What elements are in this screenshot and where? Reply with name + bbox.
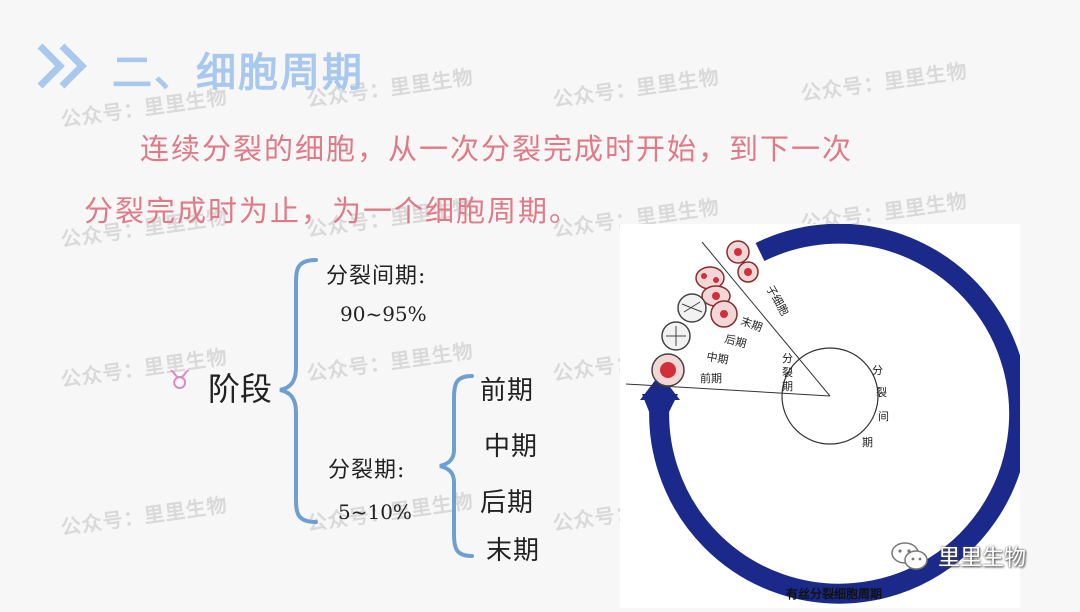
outline-root: 阶段 xyxy=(208,370,273,408)
cycle-arrowhead-icon xyxy=(640,374,680,400)
stage-prophase: 前期 xyxy=(480,376,535,406)
telophase-label: 末期 xyxy=(739,314,764,335)
interphase-circle xyxy=(781,347,879,445)
watermark: 公众号：里里生物 xyxy=(799,58,970,106)
diagram-caption: 有丝分裂细胞周期 xyxy=(786,586,882,601)
stages-brace xyxy=(439,374,474,558)
division-char: 分 xyxy=(782,352,793,365)
interphase-char: 期 xyxy=(862,436,873,449)
taurus-bullet-icon: ♉ xyxy=(168,366,192,396)
brand-name: 里里生物 xyxy=(938,546,1027,571)
division-char: 期 xyxy=(782,380,793,393)
interphase-char: 裂 xyxy=(876,386,887,399)
chevron-right-icon xyxy=(37,43,87,89)
stage-metaphase: 中期 xyxy=(484,432,539,462)
anaphase-label: 后期 xyxy=(723,332,748,350)
radial-line-2 xyxy=(625,383,831,397)
interphase-label: 分裂间期: xyxy=(326,264,427,289)
stage-anaphase: 后期 xyxy=(480,488,535,518)
wechat-icon xyxy=(891,542,928,570)
prophase-label: 前期 xyxy=(700,371,722,385)
watermark: 公众号：里里生物 xyxy=(59,492,230,540)
cell-icons xyxy=(651,240,759,387)
watermark: 公众号：里里生物 xyxy=(59,344,230,392)
definition-line-1: 连续分裂的细胞，从一次分裂完成时开始，到下一次 xyxy=(140,132,854,166)
page-title: 二、细胞周期 xyxy=(112,50,364,96)
stage-telophase: 末期 xyxy=(486,536,541,566)
watermark: 公众号：里里生物 xyxy=(551,64,722,112)
mitotic-label: 分裂期: xyxy=(328,458,406,483)
brand-badge: 里里生物 xyxy=(890,540,1026,572)
interphase-percent: 90~95% xyxy=(340,302,427,326)
outline-brace xyxy=(279,258,318,524)
interphase-char: 分 xyxy=(872,364,883,377)
cycle-arrowhead-base xyxy=(642,394,678,434)
cell-cycle-diagram: 子细胞 末期 后期 中期 前期 分 裂 期 分 裂 间 期 有丝分裂细胞周期 xyxy=(620,223,1030,608)
daughter-label: 子细胞 xyxy=(763,283,791,318)
interphase-char: 间 xyxy=(878,410,889,423)
definition-line-2: 分裂完成时为止，为一个细胞周期。 xyxy=(84,194,581,228)
cycle-arrow-ring xyxy=(649,223,1030,604)
cell-cycle-svg: 子细胞 末期 后期 中期 前期 分 裂 期 分 裂 间 期 有丝分裂细胞周期 xyxy=(625,223,1030,604)
mitotic-percent: 5~10% xyxy=(338,500,412,524)
radial-line-1 xyxy=(701,241,831,397)
division-char: 裂 xyxy=(782,366,793,379)
metaphase-label: 中期 xyxy=(705,350,729,367)
